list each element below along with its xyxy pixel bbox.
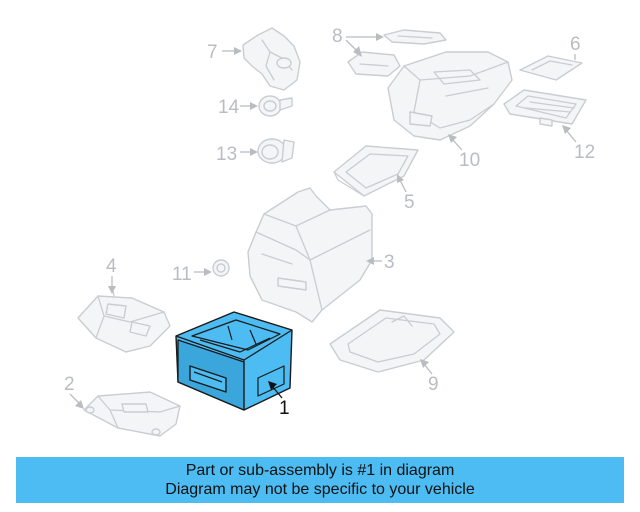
arrow-13 [250, 148, 258, 156]
part-4[interactable] [77, 285, 171, 353]
arrow-11 [204, 268, 212, 276]
part-11[interactable] [212, 259, 230, 277]
part-12[interactable] [503, 89, 587, 127]
arrow-5 [397, 174, 404, 183]
part-5[interactable] [333, 145, 419, 197]
banner-line-2: Diagram may not be specific to your vehi… [165, 481, 475, 498]
part-9[interactable] [329, 309, 455, 373]
callout-7: 7 [207, 42, 218, 63]
part-1-storage-bin[interactable] [175, 311, 293, 411]
arrow-9 [420, 359, 429, 368]
part-3[interactable] [247, 187, 373, 323]
arrow-3 [366, 257, 374, 265]
callout-12: 12 [574, 142, 595, 163]
part-8[interactable] [347, 29, 447, 77]
leader-12 [565, 129, 577, 143]
callout-13: 13 [216, 144, 237, 165]
banner-line-1: Part or sub-assembly is #1 in diagram [185, 462, 455, 479]
callout-1: 1 [279, 398, 290, 419]
part-2[interactable] [83, 391, 181, 437]
leader-2 [69, 393, 81, 405]
arrow-8a [376, 33, 384, 41]
arrow-14 [250, 102, 258, 110]
arrow-2 [75, 400, 84, 409]
leader-1 [271, 385, 283, 399]
arrow-4 [108, 286, 116, 294]
callout-11: 11 [172, 264, 192, 285]
part-13[interactable] [257, 138, 295, 164]
callout-5: 5 [404, 192, 415, 213]
callout-14: 14 [218, 97, 240, 118]
callout-4: 4 [106, 256, 117, 277]
arrow-8b [353, 46, 362, 57]
part-10[interactable] [387, 51, 513, 141]
arrow-12 [562, 125, 571, 134]
arrow-1 [268, 381, 277, 390]
callout-8: 8 [332, 26, 343, 47]
callout-10: 10 [459, 150, 480, 171]
callout-2: 2 [64, 374, 75, 395]
leader-10 [451, 138, 463, 151]
callout-6: 6 [570, 34, 581, 55]
callout-9: 9 [428, 374, 439, 395]
part-6[interactable] [519, 55, 583, 81]
arrow-7 [234, 47, 242, 55]
part-7[interactable] [242, 27, 301, 91]
leader-5 [399, 179, 407, 193]
callout-3: 3 [384, 252, 395, 273]
parts-diagram: 7 8 6 10 12 [64, 26, 595, 437]
arrow-10 [448, 134, 457, 143]
part-14[interactable] [258, 95, 293, 117]
info-banner: Part or sub-assembly is #1 in diagram Di… [16, 457, 624, 503]
